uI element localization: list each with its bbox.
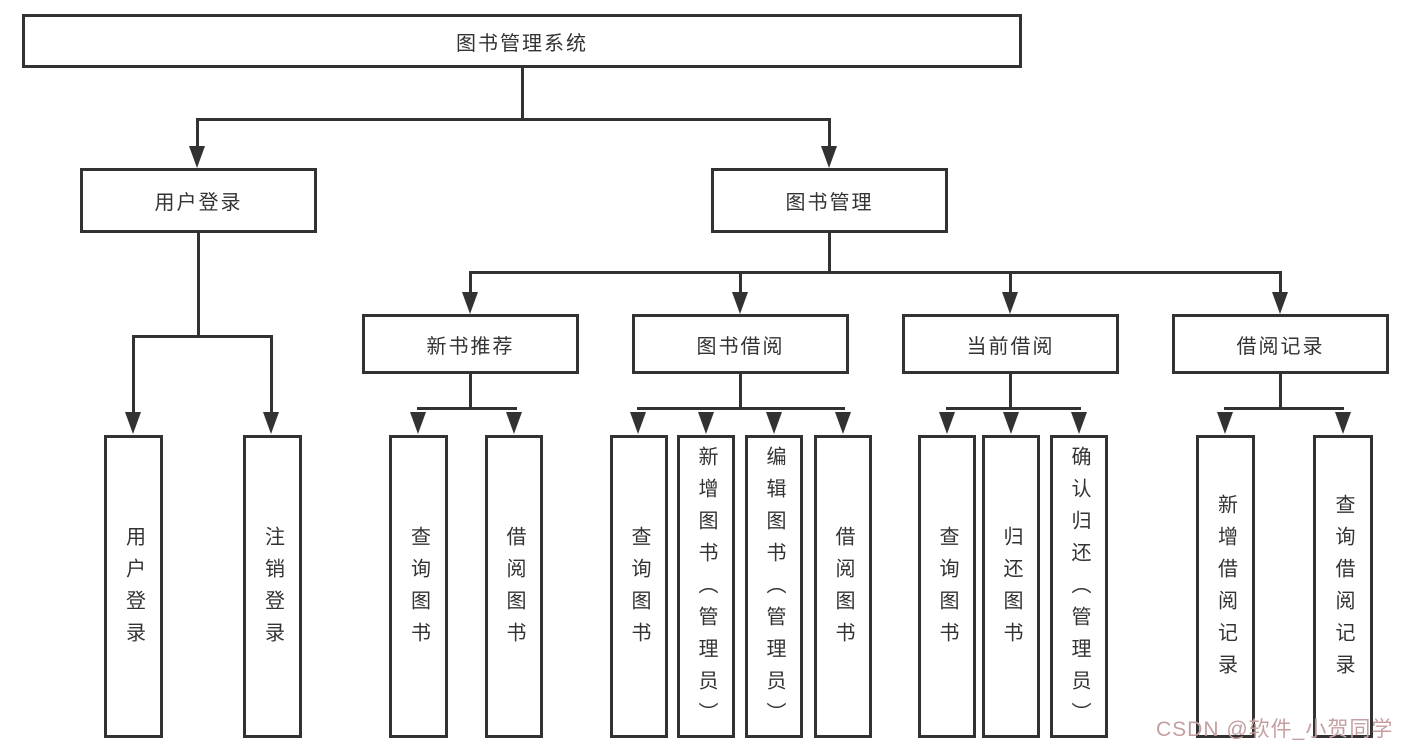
leaf-node-confirm-return-admin: 确认归还（管理员） <box>1050 435 1108 738</box>
arrow-down-icon <box>189 146 205 168</box>
connector-line <box>196 118 199 148</box>
leaf-node-edit-books-admin: 编辑图书（管理员） <box>745 435 803 738</box>
connector-line <box>132 335 135 413</box>
leaf-node-query-books-current: 查询图书 <box>918 435 976 738</box>
arrow-down-icon <box>462 292 478 314</box>
connector-line <box>1009 271 1012 293</box>
branch-node-borrow-records: 借阅记录 <box>1172 314 1389 374</box>
leaf-node-add-books-admin: 新增图书（管理员） <box>677 435 735 738</box>
arrow-down-icon <box>1071 412 1087 434</box>
connector-line <box>1224 407 1344 410</box>
leaf-node-borrow-books-recommend: 借阅图书 <box>485 435 543 738</box>
connector-line <box>469 271 472 293</box>
leaf-node-query-books-recommend: 查询图书 <box>389 435 448 738</box>
arrow-down-icon <box>698 412 714 434</box>
connector-line <box>739 374 742 407</box>
leaf-node-query-books-borrow: 查询图书 <box>610 435 668 738</box>
connector-line <box>469 374 472 407</box>
branch-node-book-borrow: 图书借阅 <box>632 314 849 374</box>
arrow-down-icon <box>1002 292 1018 314</box>
branch-node-current-borrow: 当前借阅 <box>902 314 1119 374</box>
arrow-down-icon <box>766 412 782 434</box>
arrow-down-icon <box>125 412 141 434</box>
arrow-down-icon <box>835 412 851 434</box>
connector-line <box>1279 374 1282 407</box>
arrow-down-icon <box>1335 412 1351 434</box>
arrow-down-icon <box>1217 412 1233 434</box>
root-node-library-system: 图书管理系统 <box>22 14 1022 68</box>
connector-line <box>739 271 742 293</box>
connector-line <box>417 407 517 410</box>
leaf-node-borrow-books: 借阅图书 <box>814 435 872 738</box>
arrow-down-icon <box>410 412 426 434</box>
arrow-down-icon <box>1003 412 1019 434</box>
arrow-down-icon <box>630 412 646 434</box>
csdn-watermark: CSDN @软件_小贺同学 <box>1156 718 1394 741</box>
connector-line <box>946 407 1081 410</box>
arrow-down-icon <box>506 412 522 434</box>
connector-line <box>132 335 273 338</box>
arrow-down-icon <box>821 146 837 168</box>
leaf-node-query-borrow-record: 查询借阅记录 <box>1313 435 1373 738</box>
leaf-node-return-books: 归还图书 <box>982 435 1040 738</box>
connector-line <box>469 271 1282 274</box>
branch-node-book-management: 图书管理 <box>711 168 948 233</box>
arrow-down-icon <box>732 292 748 314</box>
connector-line <box>196 118 831 121</box>
connector-line <box>1279 271 1282 293</box>
leaf-node-add-borrow-record: 新增借阅记录 <box>1196 435 1255 738</box>
connector-line <box>828 118 831 148</box>
branch-node-user-login: 用户登录 <box>80 168 317 233</box>
branch-node-new-book-recommend: 新书推荐 <box>362 314 579 374</box>
leaf-node-user-login: 用户登录 <box>104 435 163 738</box>
arrow-down-icon <box>263 412 279 434</box>
connector-line <box>828 233 831 271</box>
arrow-down-icon <box>939 412 955 434</box>
connector-line <box>197 233 200 335</box>
leaf-node-logout: 注销登录 <box>243 435 302 738</box>
connector-line <box>1009 374 1012 407</box>
connector-line <box>521 68 524 118</box>
connector-line <box>637 407 845 410</box>
connector-line <box>270 335 273 413</box>
arrow-down-icon <box>1272 292 1288 314</box>
